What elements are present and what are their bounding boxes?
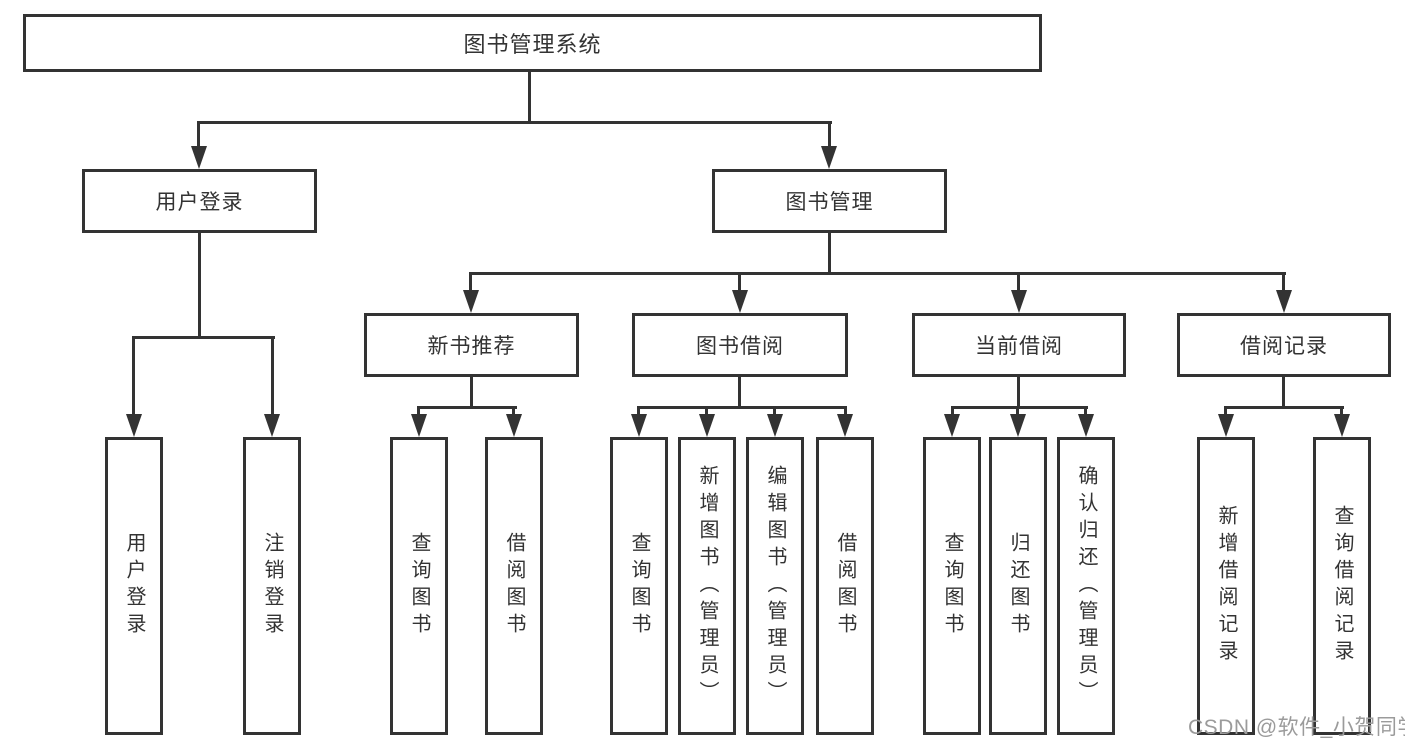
connector-line: [198, 233, 201, 336]
csdn-watermark: CSDN @软件_小贺同学: [1188, 716, 1405, 739]
connector-line: [197, 121, 200, 148]
leaf-borrow-book: 借阅图书: [816, 437, 874, 735]
connector-line: [705, 406, 708, 416]
leaf-edit-book-admin: 编辑图书（管理员）: [746, 437, 804, 735]
connector-line: [417, 406, 420, 416]
arrowhead-down: [767, 414, 783, 437]
connector-line: [1017, 377, 1020, 407]
leaf-query-book-borrow: 查询图书: [610, 437, 668, 735]
node-label: 用户登录: [123, 532, 145, 640]
connector-line: [773, 406, 776, 416]
node-label: 借阅图书: [834, 532, 856, 640]
arrowhead-down: [191, 146, 207, 169]
connector-line: [738, 272, 741, 292]
node-new-book-recommend: 新书推荐: [364, 313, 579, 377]
node-label: 图书借阅: [696, 335, 784, 358]
node-label: 查询图书: [941, 532, 963, 640]
connector-line: [132, 336, 135, 415]
arrowhead-down: [1218, 414, 1234, 437]
connector-line: [271, 336, 274, 415]
connector-line: [1224, 406, 1344, 409]
connector-line: [470, 377, 473, 407]
connector-line: [1016, 406, 1019, 416]
connector-line: [1340, 406, 1343, 416]
node-label: 用户登录: [155, 191, 244, 214]
arrowhead-down: [837, 414, 853, 437]
arrowhead-down: [821, 146, 837, 169]
connector-line: [469, 272, 1286, 275]
leaf-return-book: 归还图书: [989, 437, 1047, 735]
leaf-confirm-return-admin: 确认归还（管理员）: [1057, 437, 1115, 735]
arrowhead-down: [411, 414, 427, 437]
connector-line: [512, 406, 515, 416]
node-label: 编辑图书（管理员）: [764, 464, 786, 708]
node-system: 图书管理系统: [23, 14, 1042, 72]
connector-line: [1084, 406, 1087, 416]
node-label: 新书推荐: [427, 335, 516, 358]
arrowhead-down: [506, 414, 522, 437]
leaf-add-book-admin: 新增图书（管理员）: [678, 437, 736, 735]
arrowhead-down: [944, 414, 960, 437]
connector-line: [417, 406, 517, 409]
arrowhead-down: [1010, 414, 1026, 437]
connector-line: [637, 406, 640, 416]
leaf-logout-login: 注销登录: [243, 437, 301, 735]
leaf-add-borrow-record: 新增借阅记录: [1197, 437, 1255, 735]
leaf-query-book-recommend: 查询图书: [390, 437, 448, 735]
node-label: 确认归还（管理员）: [1075, 464, 1097, 708]
arrowhead-down: [1011, 290, 1027, 313]
node-label: 借阅记录: [1240, 335, 1328, 358]
arrowhead-down: [699, 414, 715, 437]
node-label: 借阅图书: [503, 532, 525, 640]
arrowhead-down: [1334, 414, 1350, 437]
leaf-query-book-current: 查询图书: [923, 437, 981, 735]
connector-line: [844, 406, 847, 416]
leaf-borrow-book-recommend: 借阅图书: [485, 437, 543, 735]
connector-line: [469, 272, 472, 292]
node-label: 当前借阅: [975, 335, 1063, 358]
node-label: 图书管理: [785, 191, 874, 214]
node-book-borrow: 图书借阅: [632, 313, 848, 377]
connector-line: [528, 71, 531, 122]
arrowhead-down: [1078, 414, 1094, 437]
node-current-borrow: 当前借阅: [912, 313, 1126, 377]
node-label: 查询借阅记录: [1331, 505, 1353, 667]
connector-line: [738, 377, 741, 407]
node-label: 查询图书: [408, 532, 430, 640]
connector-line: [828, 121, 831, 148]
node-borrow-record: 借阅记录: [1177, 313, 1391, 377]
node-label: 查询图书: [628, 532, 650, 640]
connector-line: [828, 233, 831, 272]
connector-line: [637, 406, 847, 409]
node-book-management: 图书管理: [712, 169, 947, 233]
connector-line: [1017, 272, 1020, 292]
arrowhead-down: [631, 414, 647, 437]
connector-line: [951, 406, 954, 416]
leaf-query-borrow-record: 查询借阅记录: [1313, 437, 1371, 735]
node-label: 新增图书（管理员）: [696, 464, 718, 708]
connector-line: [1224, 406, 1227, 416]
arrowhead-down: [264, 414, 280, 437]
connector-line: [197, 121, 832, 124]
arrowhead-down: [463, 290, 479, 313]
node-label: 图书管理系统: [463, 32, 602, 57]
node-user-login: 用户登录: [82, 169, 317, 233]
arrowhead-down: [1276, 290, 1292, 313]
node-label: 新增借阅记录: [1215, 505, 1237, 667]
connector-line: [132, 336, 275, 339]
connector-line: [1282, 272, 1285, 292]
arrowhead-down: [126, 414, 142, 437]
arrowhead-down: [732, 290, 748, 313]
leaf-user-login: 用户登录: [105, 437, 163, 735]
node-label: 归还图书: [1007, 532, 1029, 640]
connector-line: [951, 406, 1088, 409]
node-label: 注销登录: [261, 532, 283, 640]
connector-line: [1282, 377, 1285, 407]
